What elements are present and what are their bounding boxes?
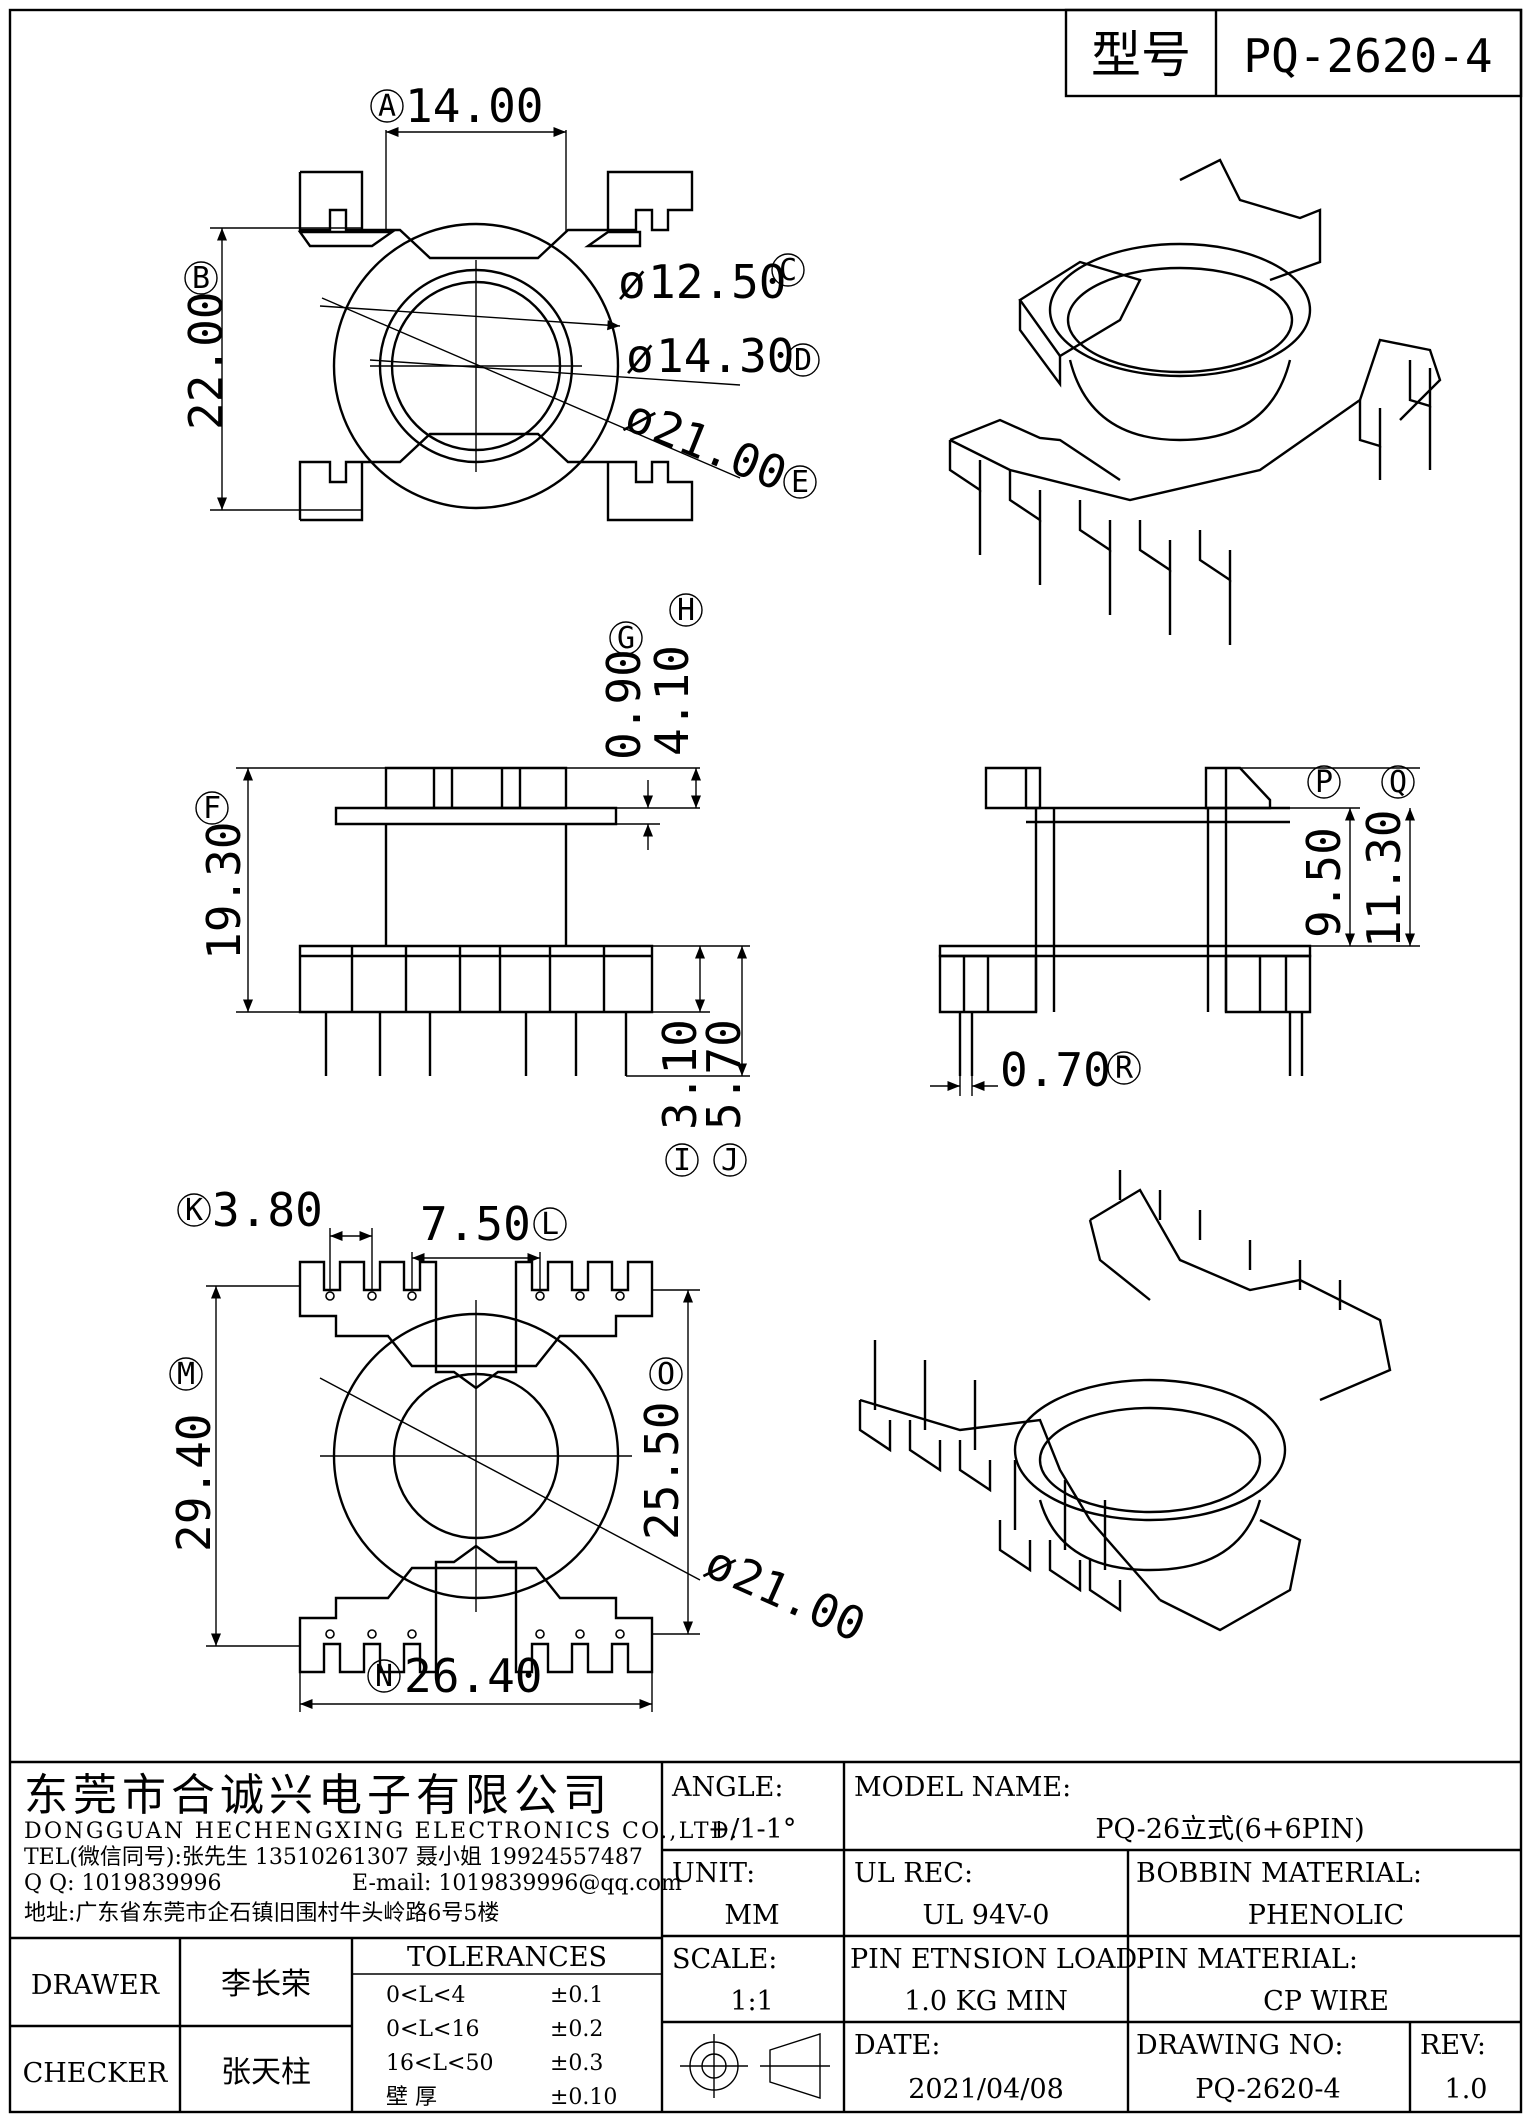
dim-g-value: 0.90 (597, 649, 651, 760)
dim-letter-k: K (185, 1193, 203, 1228)
drawer-label: DRAWER (31, 1970, 160, 2001)
date-label: DATE: (854, 2030, 940, 2061)
dim-l-value: 7.50 (420, 1197, 531, 1251)
title-block (10, 1760, 1521, 2112)
dim-e-value: 21.00 (646, 399, 795, 501)
tolerance-range-2: 0<L<16 (386, 2017, 479, 2042)
sheet-border (8, 8, 1523, 2114)
dim-r-value: 0.70 (1000, 1043, 1111, 1097)
dim-o-value: 25.50 (635, 1402, 689, 1540)
rev-label: REV: (1420, 2030, 1486, 2061)
dim-letter-p: P (1315, 765, 1333, 800)
tolerance-value-1: ±0.1 (550, 1983, 603, 2008)
date-value: 2021/04/08 (908, 2074, 1064, 2105)
angle-value: +/1-1° (708, 1814, 797, 1845)
dim-c-value: 12.50 (648, 255, 786, 309)
model-label: 型号 (1091, 26, 1191, 84)
unit-label: UNIT: (672, 1858, 755, 1889)
company-qq: Q Q: 1019839996 (24, 1871, 221, 1896)
dim-d-value: 14.30 (656, 329, 794, 383)
dim-n-value: 26.40 (404, 1649, 542, 1703)
dim-letter-q: Q (1389, 765, 1407, 800)
scale-value: 1:1 (730, 1986, 773, 2017)
top-view (210, 126, 741, 522)
model-number: PQ-2620-4 (1243, 29, 1492, 83)
rev-value: 1.0 (1445, 2074, 1488, 2105)
angle-label: ANGLE: (671, 1772, 783, 1803)
dim-letter-c: C (779, 253, 797, 288)
iso-view-top (948, 158, 1442, 645)
dim-letter-l: L (541, 1207, 559, 1242)
checker-name: 张天柱 (221, 2055, 311, 2090)
model-name-label: MODEL NAME: (854, 1772, 1071, 1803)
tolerance-range-4: 壁 厚 (386, 2085, 437, 2110)
title-block-cells: ANGLE: +/1-1° UNIT: MM SCALE: 1:1 MODEL … (23, 1772, 1488, 2110)
side-view-labels: P Q 9.50 11.30 0.70 R (1000, 765, 1415, 1097)
model-name-value: PQ-26立式(6+6PIN) (1095, 1814, 1364, 1845)
company-name-cn: 东莞市合诚兴电子有限公司 (24, 1770, 612, 1821)
drawer-name: 李长荣 (221, 1967, 311, 2002)
dim-j-value: 5.70 (697, 1019, 751, 1130)
dim-a-value: 14.00 (405, 79, 543, 133)
tolerance-range-3: 16<L<50 (386, 2051, 493, 2076)
tolerance-value-3: ±0.3 (550, 2051, 603, 2076)
dim-letter-e: E (791, 465, 809, 500)
pin-material-value: CP WIRE (1263, 1986, 1389, 2017)
dim-letter-o: O (657, 1357, 675, 1392)
scale-label: SCALE: (672, 1944, 777, 1975)
top-view-labels: A 14.00 B 22.00 ø 12.50 C ø 14.30 D ø 21… (179, 79, 820, 501)
dim-b-value: 22.00 (179, 292, 233, 430)
company-info: 东莞市合诚兴电子有限公司 DONGGUAN HECHENGXING ELECTR… (24, 1770, 739, 1926)
dim-q-value: 11.30 (1357, 810, 1411, 948)
header-box: 型号 PQ-2620-4 (1064, 8, 1523, 98)
tolerance-value-2: ±0.2 (550, 2017, 603, 2042)
dim-f-value: 19.30 (197, 822, 251, 960)
company-address: 地址:广东省东莞市企石镇旧围村牛头岭路6号5楼 (24, 1901, 499, 1926)
bobbin-material-label: BOBBIN MATERIAL: (1136, 1858, 1422, 1889)
dim-letter-b: B (192, 261, 210, 296)
iso-view-bottom (858, 1170, 1392, 1632)
ul-rec-label: UL REC: (854, 1858, 973, 1889)
dim-letter-j: J (721, 1143, 739, 1178)
front-view (236, 766, 750, 1077)
dim-p-value: 9.50 (1297, 827, 1351, 938)
diameter-symbol-c: ø (618, 255, 646, 309)
bottom-view-labels: K 3.80 7.50 L M 29.40 O 25.50 ø 21.00 N … (167, 1183, 873, 1703)
dim-h-value: 4.10 (645, 645, 699, 756)
dim-letter-h: H (677, 593, 695, 628)
dim-letter-d: D (794, 343, 812, 378)
dim-letter-f: F (203, 791, 221, 826)
bobbin-material-value: PHENOLIC (1248, 1900, 1404, 1931)
ul-rec-value: UL 94V-0 (923, 1900, 1050, 1931)
diameter-symbol-d: ø (626, 329, 654, 383)
company-email: E-mail: 1019839996@qq.com (352, 1871, 682, 1896)
drawing-no-label: DRAWING NO: (1136, 2030, 1343, 2061)
dim-m-value: 29.40 (167, 1414, 221, 1552)
company-tel: TEL(微信同号):张先生 13510261307 聂小姐 1992455748… (24, 1845, 643, 1870)
pin-material-label: PIN MATERIAL: (1136, 1944, 1358, 1975)
dim-i-value: 3.10 (653, 1019, 707, 1130)
dim-letter-m: M (177, 1357, 195, 1392)
bottom-view (206, 1228, 701, 1712)
dim-k-value: 3.80 (212, 1183, 323, 1237)
dim-bottom-diameter-value: 21.00 (725, 1547, 873, 1653)
checker-label: CHECKER (23, 2058, 168, 2089)
company-name-en: DONGGUAN HECHENGXING ELECTRONICS CO.,LTD… (24, 1819, 739, 1844)
dim-letter-g: G (617, 621, 635, 656)
projection-symbol-icon (680, 2033, 830, 2099)
dim-letter-r: R (1115, 1051, 1134, 1086)
drawing-no-value: PQ-2620-4 (1195, 2074, 1340, 2105)
dim-letter-n: N (375, 1659, 393, 1694)
unit-value: MM (724, 1900, 779, 1931)
dim-letter-a: A (378, 89, 396, 124)
side-view (930, 766, 1420, 1096)
pin-load-label: PIN ETNSION LOAD: (850, 1944, 1146, 1975)
tolerance-value-4: ±0.10 (550, 2085, 617, 2110)
pin-load-value: 1.0 KG MIN (904, 1986, 1068, 2017)
tolerance-range-1: 0<L<4 (386, 1983, 465, 2008)
tolerances-label: TOLERANCES (407, 1942, 607, 1973)
front-view-labels: F 19.30 G H 0.90 4.10 3.10 5.70 I J (195, 593, 751, 1178)
dim-letter-i: I (673, 1143, 691, 1178)
